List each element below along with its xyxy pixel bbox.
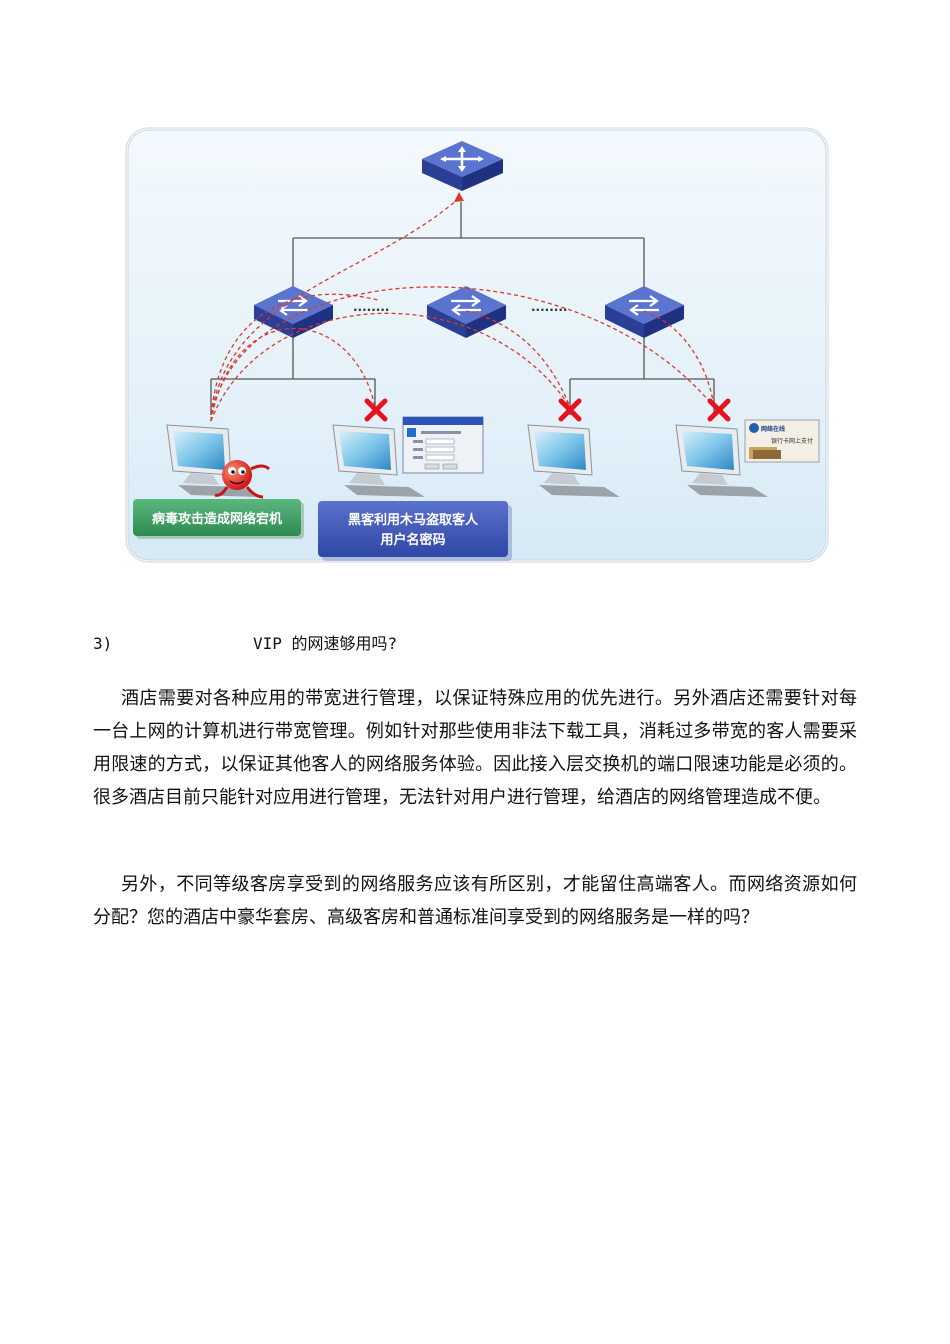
ellipsis-right: ........ — [531, 300, 567, 314]
section-number: 3) — [93, 634, 113, 653]
paragraph-bandwidth: 酒店需要对各种应用的带宽进行管理，以保证特殊应用的优先进行。另外酒店还需要针对每… — [93, 688, 857, 808]
hacker-label-line1: 黑客利用木马盗取客人 — [348, 512, 479, 528]
bank-card-thumbnail: 网络在线 银行卡网上支付 — [744, 419, 820, 463]
section-title: VIP 的网速够用吗? — [253, 634, 398, 653]
access-switch-middle-icon — [427, 286, 506, 338]
hacker-label: 黑客利用木马盗取客人 用户名密码 — [318, 501, 512, 561]
virus-icon — [214, 460, 271, 499]
virus-attack-label: 病毒攻击造成网络宕机 — [133, 499, 304, 539]
virus-attack-label-text: 病毒攻击造成网络宕机 — [152, 511, 282, 527]
pc-3-icon — [527, 424, 620, 497]
login-dialog-thumbnail — [402, 416, 484, 474]
pc-4-icon — [675, 424, 768, 497]
arrow-head — [454, 192, 464, 202]
bank-caption: 银行卡网上支付 — [771, 437, 813, 445]
pc-1-icon — [166, 424, 259, 497]
blocked-x-icon-1 — [364, 398, 388, 422]
blocked-x-icon-2 — [558, 398, 582, 422]
paragraph-room-levels: 另外，不同等级客房享受到的网络服务应该有所区别，才能留住高端客人。而网络资源如何… — [93, 874, 857, 928]
hacker-label-line2: 用户名密码 — [379, 532, 445, 548]
core-switch-icon — [422, 141, 503, 191]
network-attack-diagram: ........ ........ — [123, 125, 835, 570]
pc-2-icon — [332, 424, 425, 497]
section-heading: 3) VIP 的网速够用吗? — [93, 630, 853, 658]
blocked-x-icon-3 — [707, 398, 731, 422]
bank-logo-text: 网络在线 — [761, 425, 785, 433]
ellipsis-left: ........ — [353, 300, 389, 314]
